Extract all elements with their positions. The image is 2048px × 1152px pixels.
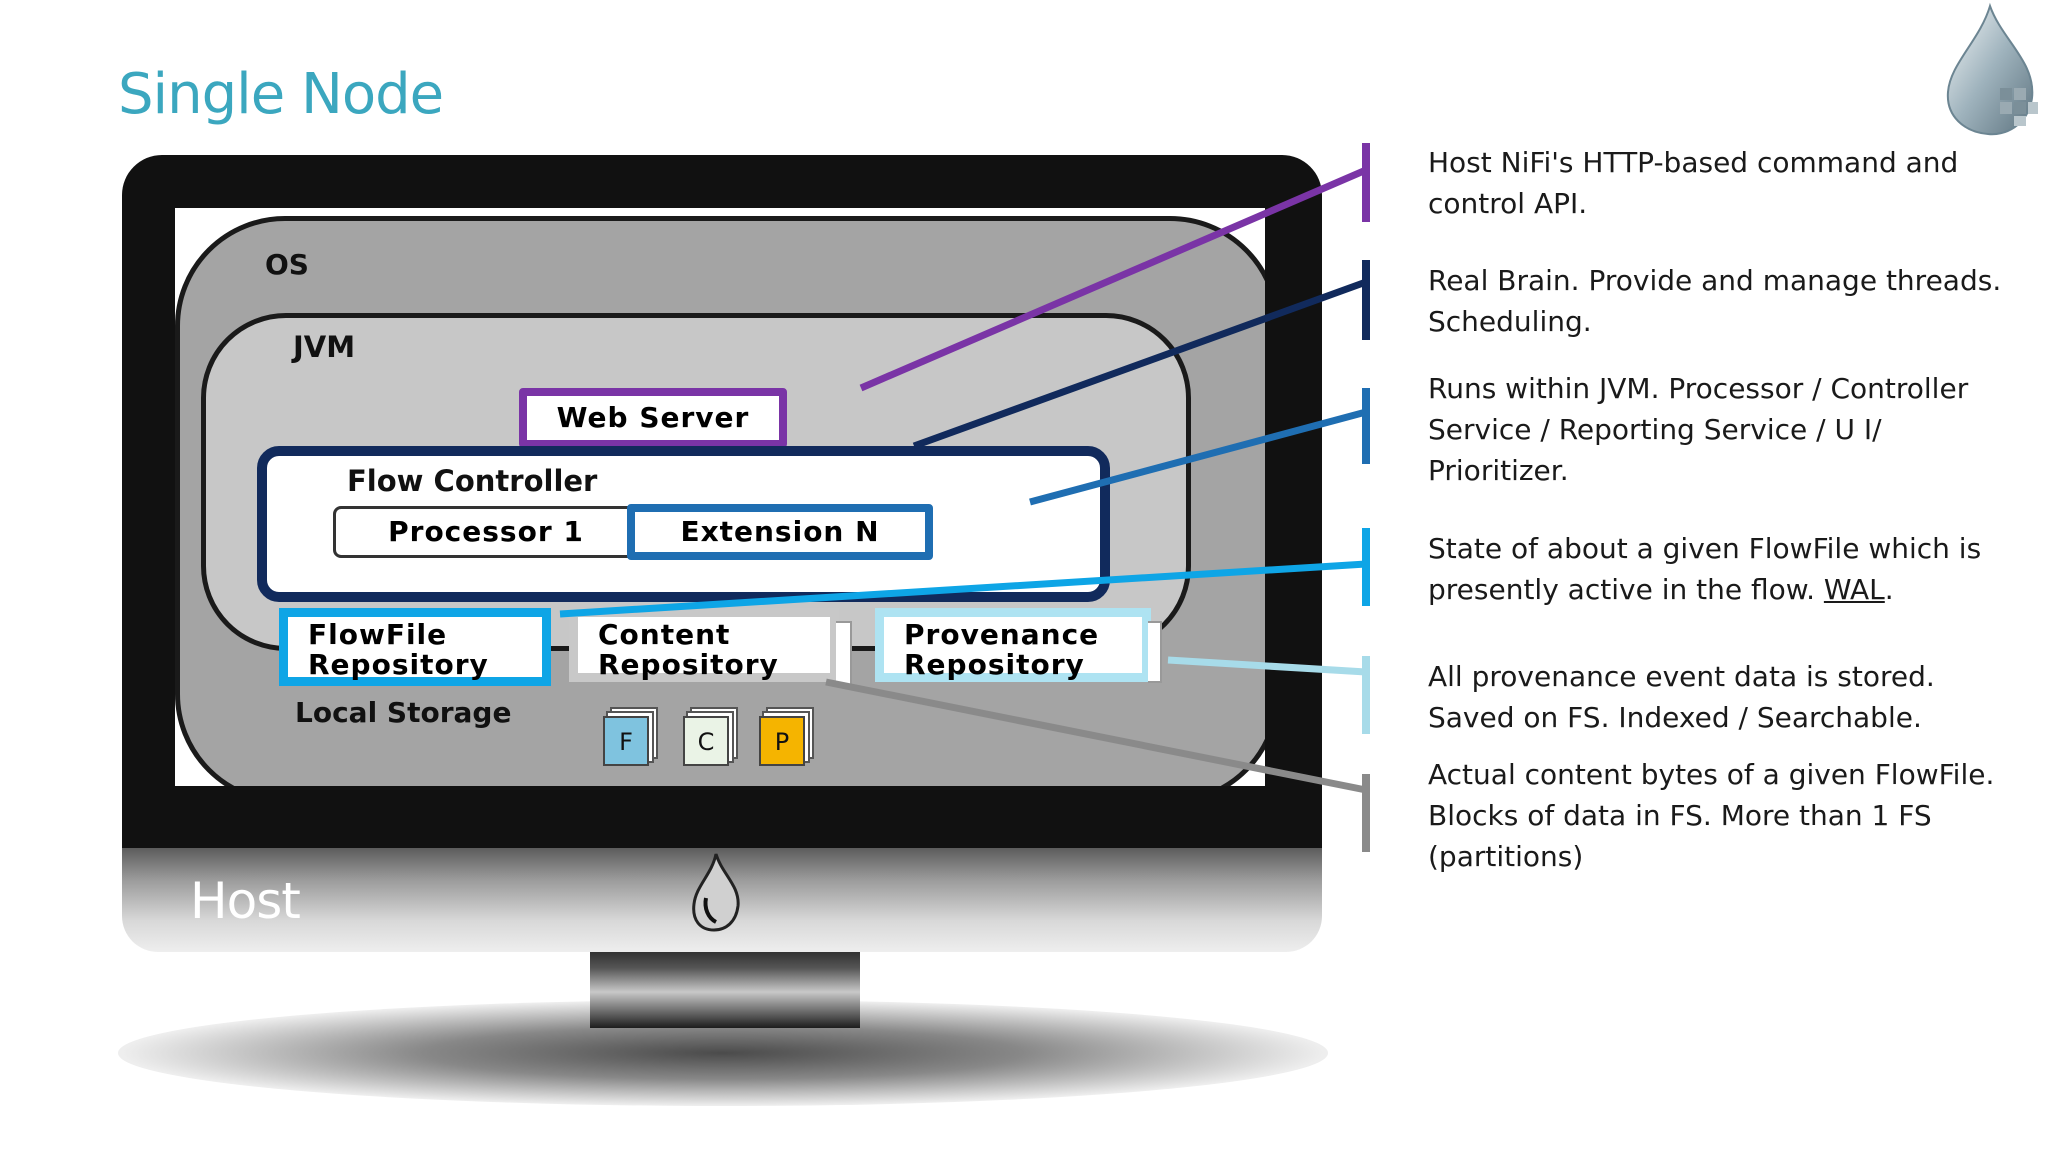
nifi-drop-logo-icon [1946, 2, 2038, 136]
content-repository-line2: Repository [598, 648, 779, 681]
extension-description: Runs within JVM. Processor / Controller … [1428, 372, 1969, 487]
content-repository-box: Content Repository [569, 608, 852, 687]
flowfile-repository-description-end: . [1884, 573, 1894, 606]
flowfile-repository-line1: FlowFile [308, 618, 448, 651]
provenance-repository-box: Provenance Repository [875, 608, 1162, 683]
web-server-description: Host NiFi's HTTP-based command and contr… [1428, 146, 1959, 220]
extension-connector [1029, 408, 1367, 506]
provenance-repository-line1: Provenance [904, 618, 1100, 651]
flow-controller-label: Flow Controller [347, 464, 598, 498]
flow-controller-box: Flow Controller Processor 1 Extension N [257, 446, 1110, 602]
provenance-repository-description: All provenance event data is stored. Sav… [1428, 660, 1935, 734]
flow-controller-connector [912, 278, 1368, 450]
monitor-screen: OS JVM Web Server Flow Controller Proces… [175, 208, 1265, 786]
processor-box: Processor 1 [333, 506, 639, 558]
content-repository-line1: Content [598, 618, 731, 651]
flowfile-repository-line2: Repository [308, 648, 489, 681]
wal-link[interactable]: WAL [1823, 573, 1885, 606]
flow-controller-description: Real Brain. Provide and manage threads. … [1428, 264, 2002, 338]
flowfile-repository-description-text: State of about a given FlowFile which is… [1428, 532, 1982, 606]
flowfile-repository-connector [559, 560, 1367, 618]
provenance-repository-connector [1167, 656, 1367, 676]
web-server-connector [859, 166, 1368, 392]
page-title: Single Node [118, 62, 444, 127]
host-label: Host [190, 872, 301, 930]
flowfile-repository-description: State of about a given FlowFile which is… [1428, 528, 2028, 610]
web-server-box: Web Server [519, 388, 787, 448]
provenance-repository-line2: Repository [904, 648, 1085, 681]
content-repository-connector [825, 678, 1367, 794]
jvm-label: JVM [293, 330, 356, 364]
os-label: OS [265, 248, 309, 281]
flowfile-repository-box: FlowFile Repository [279, 608, 551, 686]
water-drop-icon [692, 853, 740, 932]
local-storage-label: Local Storage [295, 696, 512, 729]
content-file-icon: C [683, 716, 729, 766]
extension-box: Extension N [627, 504, 933, 560]
provenance-file-icon: P [759, 716, 805, 766]
content-repository-description: Actual content bytes of a given FlowFile… [1428, 758, 1995, 873]
flowfile-file-icon: F [603, 716, 649, 766]
monitor-stand [590, 948, 860, 1028]
